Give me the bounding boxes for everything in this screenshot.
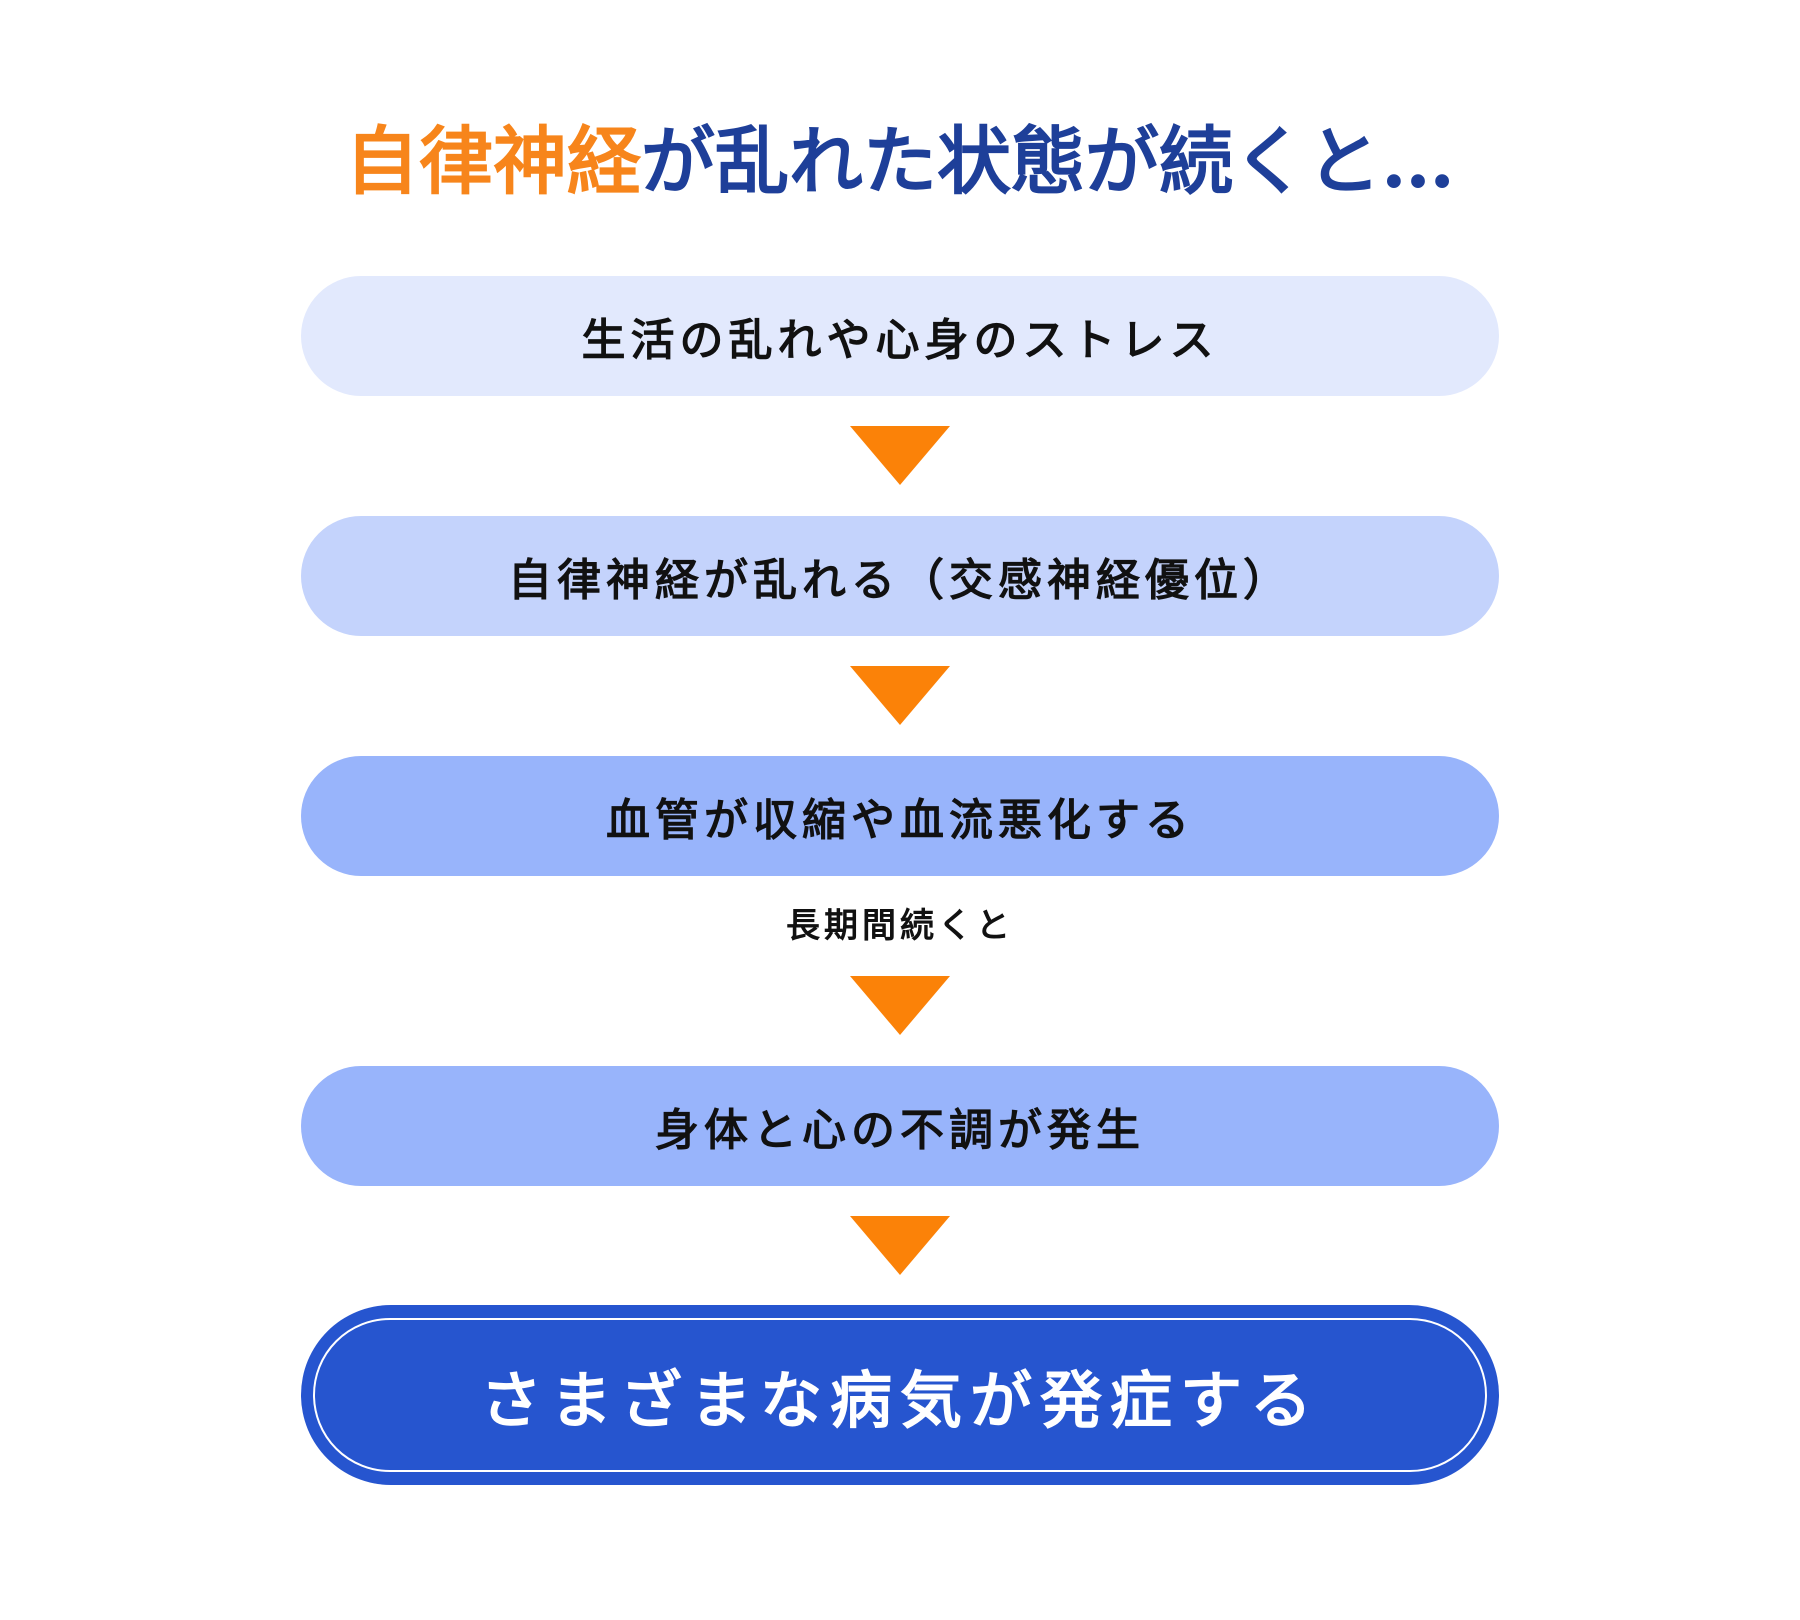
title-rest: が乱れた状態が続くと… xyxy=(641,119,1455,205)
flow-step-lifestyle-stress: 生活の乱れや心身のストレス xyxy=(301,276,1499,396)
flow-step-blood-vessel: 血管が収縮や血流悪化する xyxy=(301,756,1499,876)
diagram-title: 自律神経が乱れた状態が続くと… xyxy=(0,112,1800,212)
flow-step-label: 血管が収縮や血流悪化する xyxy=(606,795,1194,846)
flow-result-label: さまざまな病気が発症する xyxy=(479,1364,1320,1437)
flow-result-inner: さまざまな病気が発症する xyxy=(313,1318,1487,1472)
down-arrow-icon xyxy=(850,1216,950,1275)
title-highlight: 自律神経 xyxy=(345,119,641,205)
flow-step-body-mind-disorder: 身体と心の不調が発生 xyxy=(301,1066,1499,1186)
down-arrow-icon xyxy=(850,976,950,1035)
flow-step-autonomic-disorder: 自律神経が乱れる（交感神経優位） xyxy=(301,516,1499,636)
down-arrow-icon xyxy=(850,666,950,725)
flow-step-label: 身体と心の不調が発生 xyxy=(655,1105,1145,1156)
flow-step-label: 自律神経が乱れる（交感神経優位） xyxy=(508,555,1292,606)
flow-step-label: 生活の乱れや心身のストレス xyxy=(581,315,1219,366)
down-arrow-icon xyxy=(850,426,950,485)
flow-result: さまざまな病気が発症する xyxy=(301,1305,1499,1485)
duration-note: 長期間続くと xyxy=(786,906,1014,946)
